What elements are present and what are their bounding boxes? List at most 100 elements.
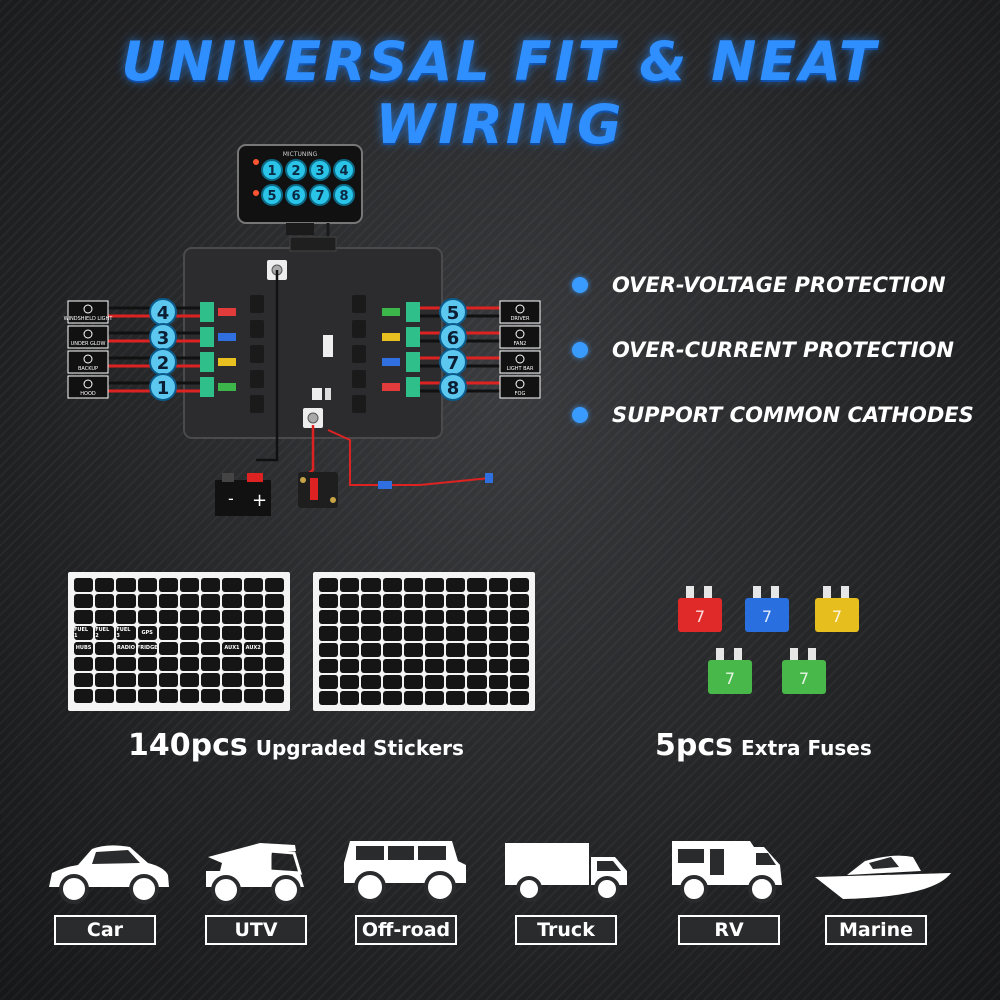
feature-list: OVER-VOLTAGE PROTECTION OVER-CURRENT PRO… [572,268,992,463]
feature-text: SUPPORT COMMON CATHODES [612,403,974,427]
panel-key-7: 7 [309,184,331,206]
sticker [201,673,221,688]
bullet-icon [572,277,588,293]
sticker [467,610,487,625]
fan-icon [499,325,541,349]
sticker [340,626,360,641]
panel-key-3: 3 [309,159,331,181]
panel-key-6: 6 [285,184,307,206]
sticker [382,642,402,657]
fuse-icon [218,358,236,366]
sticker [340,690,360,705]
sticker [243,593,263,608]
sticker [222,625,242,640]
sticker [116,689,136,703]
feature-text: OVER-CURRENT PROTECTION [612,338,955,362]
sticker [158,689,178,703]
boat-icon [815,855,951,899]
sticker [137,657,157,672]
sticker [467,594,487,609]
fuse-rating: 7 [762,607,772,626]
channel-number: 4 [157,303,170,324]
switch-icon-label: LIGHT BAR [507,366,534,372]
sticker [319,642,339,657]
sticker [382,578,402,593]
fuse: 7 [745,586,789,632]
utv-icon [206,843,304,905]
sticker: HUBS [74,641,94,656]
sticker [137,609,157,624]
panel-key-2: 2 [285,159,307,181]
stickers-count: 140pcs [128,728,248,763]
sticker [446,578,466,593]
page-title: UNIVERSAL FIT & NEAT WIRING [121,30,879,156]
sticker [382,626,402,641]
vehicle-rv: RV [668,835,808,985]
channel-number: 3 [157,328,170,349]
sticker [158,641,178,656]
sticker [446,690,466,705]
sticker [201,689,221,703]
sticker [425,690,445,705]
sticker [137,673,157,688]
sticker [467,626,487,641]
sticker: RADIO [116,641,136,656]
sticker [488,578,508,593]
fuse-icon [218,383,236,391]
windshield-light-icon [67,300,109,324]
sticker [180,657,200,672]
sticker [403,578,423,593]
sticker [74,689,94,703]
panel-key-8: 8 [333,184,355,206]
sticker [488,658,508,673]
sticker [488,674,508,689]
sticker [488,610,508,625]
sticker [116,657,136,672]
sticker [264,641,284,656]
switch-icon-label: FOG [515,391,526,397]
sticker [340,610,360,625]
feature-text: OVER-VOLTAGE PROTECTION [612,273,946,297]
fuse: 7 [678,586,722,632]
panel-key-1: 1 [261,159,283,181]
sticker: FUEL 1 [74,625,94,640]
panel-key-label: 3 [315,164,324,179]
sticker [488,626,508,641]
sticker [509,658,529,673]
sticker [509,690,529,705]
sticker [264,593,284,608]
sticker [243,689,263,703]
sticker [95,578,115,592]
sticker [361,610,381,625]
sticker [340,578,360,593]
fuse-rating: 7 [695,607,705,626]
offroad-icon [344,841,466,903]
fuses-label: Extra Fuses [741,736,872,760]
panel-key-4: 4 [333,159,355,181]
sticker [467,578,487,593]
sticker [403,674,423,689]
fuse: 7 [708,648,752,694]
feature-item: SUPPORT COMMON CATHODES [572,398,992,432]
switch-icon-label: UNDER GLOW [71,341,106,347]
sticker: FRIDGE [137,641,157,656]
sticker: FUEL 3 [116,625,136,640]
sticker [74,673,94,688]
channel-number: 1 [157,378,170,399]
bullet-icon [572,407,588,423]
sticker [382,610,402,625]
sticker [201,625,221,640]
sticker [264,657,284,672]
sticker [403,658,423,673]
sticker [201,578,221,592]
sticker [382,674,402,689]
sticker [319,594,339,609]
sticker [243,673,263,688]
sticker [403,626,423,641]
